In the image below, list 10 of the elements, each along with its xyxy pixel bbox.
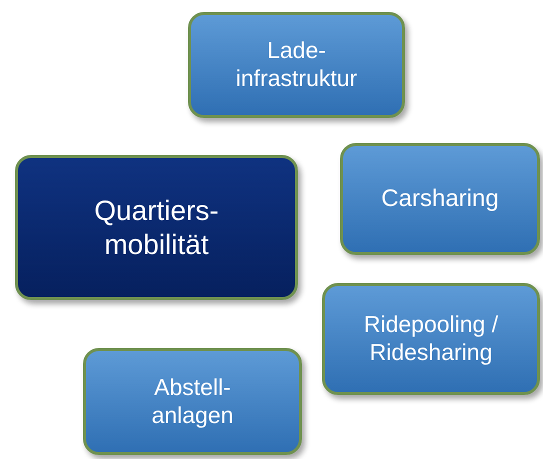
box-label: Carsharing [381,184,499,214]
rounded-box [15,155,298,300]
box-label: Quartiers- mobilität [93,194,220,262]
box-label: Abstell- anlagen [150,374,234,430]
rounded-box [83,348,302,455]
rounded-box [322,283,540,395]
box-label: Ridepooling / Ridesharing [362,311,500,367]
rounded-box [340,143,540,255]
box-label: Lade- infrastruktur [234,37,358,93]
rounded-box [188,12,405,118]
